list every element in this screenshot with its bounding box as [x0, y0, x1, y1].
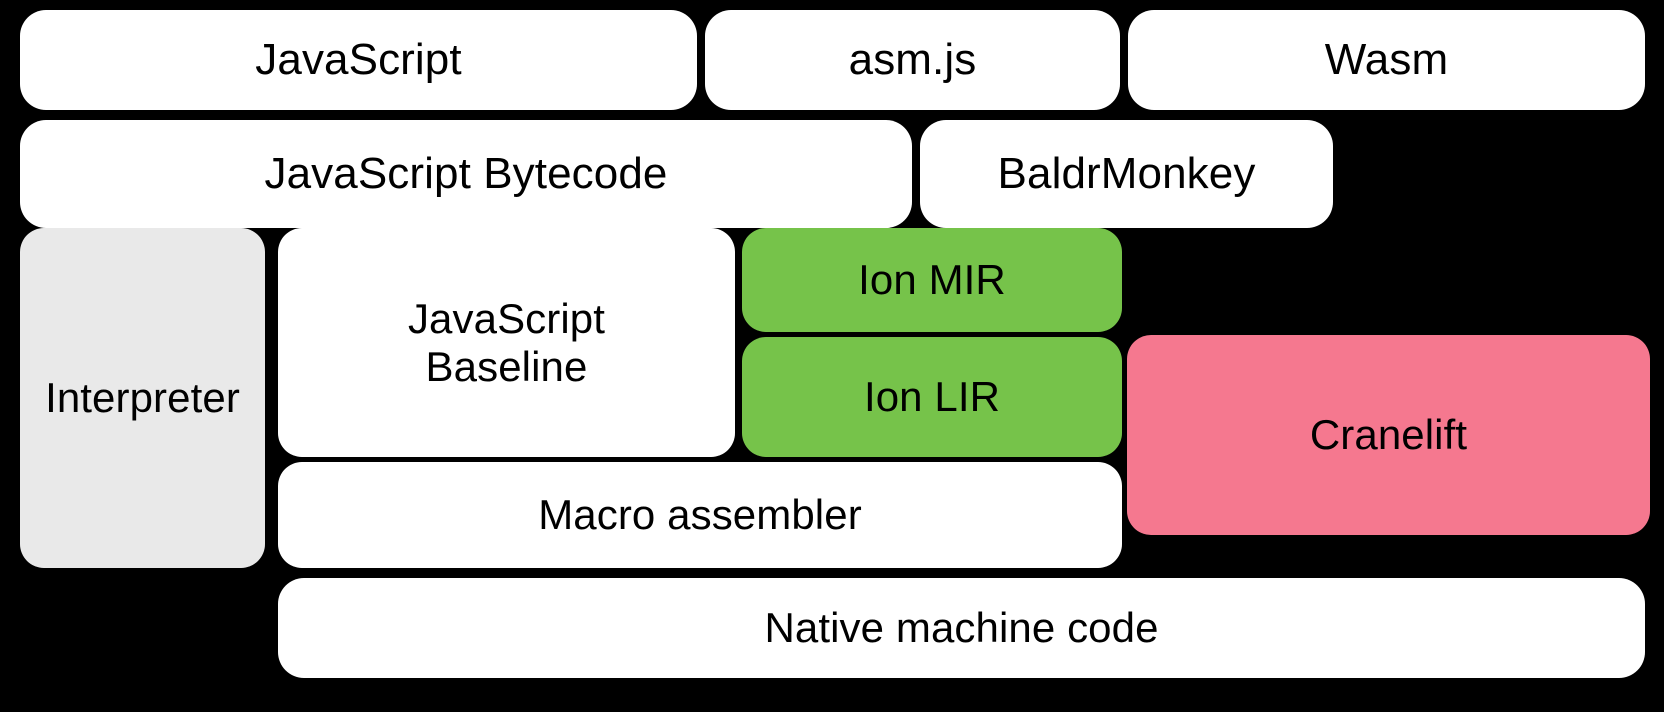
node-javascript-bytecode[interactable]: JavaScript Bytecode [20, 120, 912, 228]
node-asm-js-label: asm.js [848, 35, 977, 85]
node-ion-lir[interactable]: Ion LIR [742, 337, 1122, 457]
node-javascript-bytecode-label: JavaScript Bytecode [264, 149, 668, 199]
node-baldrmonkey[interactable]: BaldrMonkey [920, 120, 1333, 228]
node-cranelift[interactable]: Cranelift [1127, 335, 1650, 535]
node-native-machine-code[interactable]: Native machine code [278, 578, 1645, 678]
node-baldrmonkey-label: BaldrMonkey [997, 149, 1256, 199]
node-wasm[interactable]: Wasm [1128, 10, 1645, 110]
node-native-machine-code-label: Native machine code [764, 604, 1159, 652]
node-ion-mir[interactable]: Ion MIR [742, 228, 1122, 332]
node-javascript[interactable]: JavaScript [20, 10, 697, 110]
node-cranelift-label: Cranelift [1309, 411, 1468, 459]
node-javascript-baseline[interactable]: JavaScript Baseline [278, 228, 735, 457]
node-macro-assembler[interactable]: Macro assembler [278, 462, 1122, 568]
node-asm-js[interactable]: asm.js [705, 10, 1120, 110]
node-javascript-label: JavaScript [255, 35, 462, 85]
node-wasm-label: Wasm [1324, 35, 1449, 85]
node-ion-lir-label: Ion LIR [863, 373, 1001, 421]
node-interpreter[interactable]: Interpreter [20, 228, 265, 568]
node-interpreter-label: Interpreter [45, 374, 240, 422]
node-ion-mir-label: Ion MIR [858, 256, 1006, 304]
node-javascript-baseline-label: JavaScript Baseline [407, 295, 606, 390]
node-macro-assembler-label: Macro assembler [538, 491, 862, 539]
